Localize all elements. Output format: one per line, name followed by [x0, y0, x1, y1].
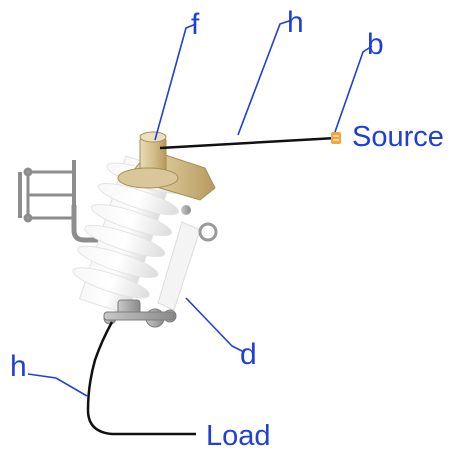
leader-lines [27, 19, 373, 397]
label-h-top: h [287, 6, 304, 39]
label-f: f [191, 8, 200, 41]
source-terminal [331, 132, 341, 144]
label-d: d [240, 338, 257, 371]
leader-h-top [237, 19, 293, 136]
leader-d [185, 297, 245, 353]
source-conductor [159, 136, 337, 150]
label-b: b [367, 28, 384, 61]
mounting-bracket [18, 160, 100, 243]
fuse-tube [157, 205, 218, 311]
label-source: Source [352, 121, 444, 153]
upper-contact [117, 131, 216, 201]
conductors [86, 136, 337, 436]
leader-b [334, 45, 373, 133]
label-h-left: h [10, 350, 27, 383]
label-load: Load [206, 420, 271, 452]
load-conductor [86, 321, 196, 436]
leader-f [154, 23, 197, 141]
leader-h-left [27, 373, 88, 397]
lower-contact [103, 299, 177, 328]
